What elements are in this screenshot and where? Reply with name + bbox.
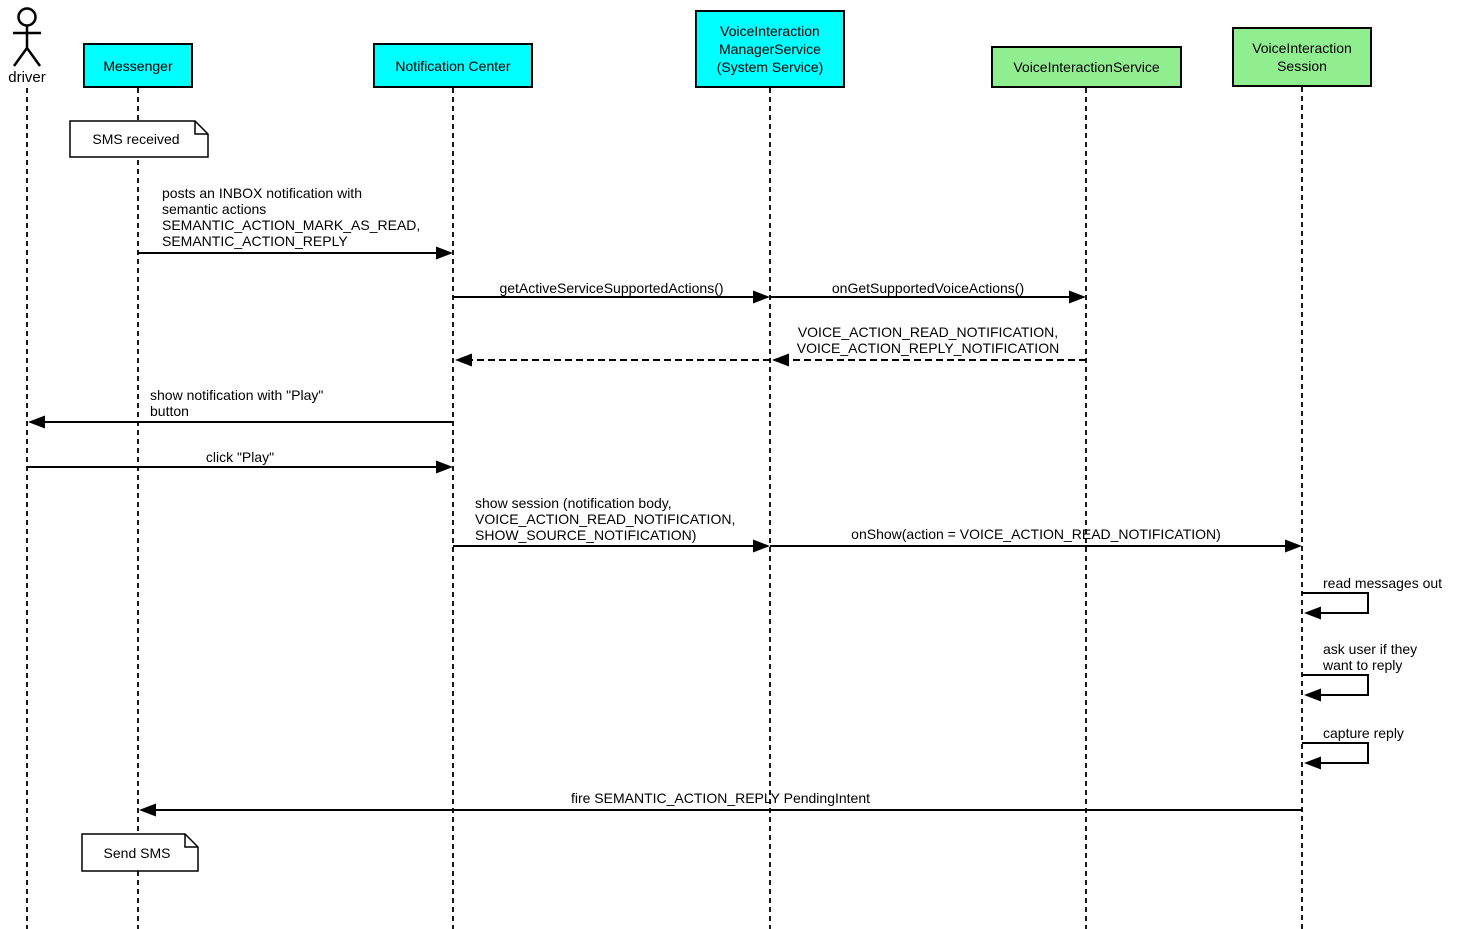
arrowhead-icon xyxy=(1285,539,1302,553)
note-send-sms-shape xyxy=(81,833,199,872)
message-label-fire-pending-intent: fire SEMANTIC_ACTION_REPLY PendingIntent xyxy=(570,790,871,806)
participant-voice-interaction-service: VoiceInteractionService xyxy=(991,46,1182,88)
message-label-get-active-service-supported-actions: getActiveServiceSupportedActions() xyxy=(499,280,724,296)
note-sms-received-shape xyxy=(69,120,209,158)
arrowhead-icon xyxy=(1304,756,1321,770)
self-message-line-capture-reply xyxy=(1302,742,1369,764)
participant-voice-interaction-session-label: VoiceInteraction Session xyxy=(1252,40,1352,74)
arrowhead-icon xyxy=(1069,290,1086,304)
message-label-capture-reply: capture reply xyxy=(1323,725,1404,741)
note-sms-received-fold-icon xyxy=(194,121,208,135)
message-label-read-messages-out: read messages out xyxy=(1323,575,1443,591)
self-message-line-read-messages-out xyxy=(1302,592,1369,614)
participant-messenger-label: Messenger xyxy=(103,57,173,74)
participant-voice-interaction-manager-service: VoiceInteraction ManagerService (System … xyxy=(695,10,845,88)
message-label-show-session: show session (notification body, VOICE_A… xyxy=(475,495,736,543)
participant-notification-center-label: Notification Center xyxy=(395,57,511,74)
message-label-show-notification: show notification with "Play" button xyxy=(150,387,324,419)
participant-voice-interaction-manager-service-label: VoiceInteraction ManagerService (System … xyxy=(716,23,824,75)
arrowhead-icon xyxy=(772,353,789,367)
actor-driver-icon xyxy=(12,7,42,67)
arrowhead-icon xyxy=(1304,688,1321,702)
arrowhead-icon xyxy=(436,460,453,474)
note-send-sms-label: Send SMS xyxy=(103,845,171,861)
message-label-voice-actions-return: VOICE_ACTION_READ_NOTIFICATION, VOICE_AC… xyxy=(796,324,1060,356)
arrowhead-icon xyxy=(436,246,453,260)
self-message-line-ask-user-reply xyxy=(1302,674,1369,696)
message-label-on-show: onShow(action = VOICE_ACTION_READ_NOTIFI… xyxy=(851,526,1221,542)
message-label-on-get-supported-voice-actions: onGetSupportedVoiceActions() xyxy=(831,280,1025,296)
arrowhead-icon xyxy=(1304,606,1321,620)
arrowhead-icon xyxy=(139,803,156,817)
arrowhead-icon xyxy=(28,415,45,429)
participant-messenger: Messenger xyxy=(83,43,193,88)
message-label-posts-inbox-notification: posts an INBOX notification with semanti… xyxy=(162,185,421,249)
message-label-click-play: click "Play" xyxy=(205,449,275,465)
actor-driver-label: driver xyxy=(8,69,46,86)
participant-voice-interaction-service-label: VoiceInteractionService xyxy=(1013,59,1160,75)
arrowhead-icon xyxy=(455,353,472,367)
message-label-ask-user-reply: ask user if they want to reply xyxy=(1323,641,1418,673)
arrowhead-icon xyxy=(753,290,770,304)
note-sms-received-label: SMS received xyxy=(92,131,180,147)
participant-notification-center: Notification Center xyxy=(373,43,533,88)
note-send-sms-fold-icon xyxy=(184,834,198,848)
arrowhead-icon xyxy=(753,539,770,553)
participant-voice-interaction-session: VoiceInteraction Session xyxy=(1232,27,1372,87)
